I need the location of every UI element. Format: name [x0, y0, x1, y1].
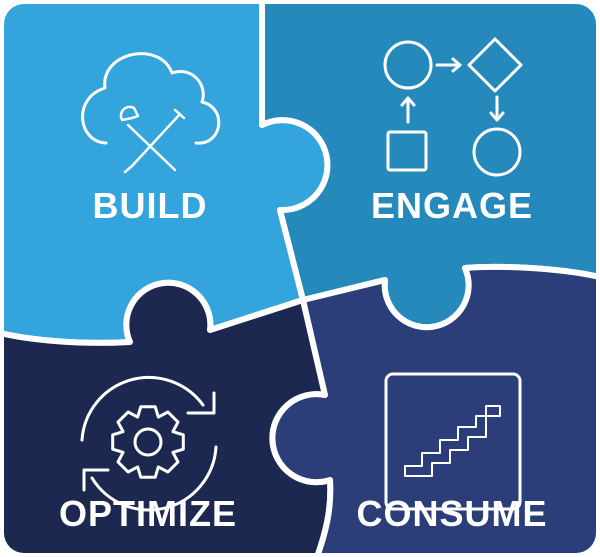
- build-label: BUILD: [93, 185, 208, 226]
- flowchart-icon: [383, 37, 523, 177]
- consume-label: CONSUME: [356, 493, 547, 534]
- cloud-tools-icon: [81, 52, 221, 174]
- stairs-icon: [384, 372, 522, 511]
- optimize-label: OPTIMIZE: [59, 493, 237, 534]
- engage-label: ENGAGE: [371, 185, 533, 226]
- consume-piece: [269, 263, 596, 553]
- gear-cycle-icon: [80, 376, 218, 512]
